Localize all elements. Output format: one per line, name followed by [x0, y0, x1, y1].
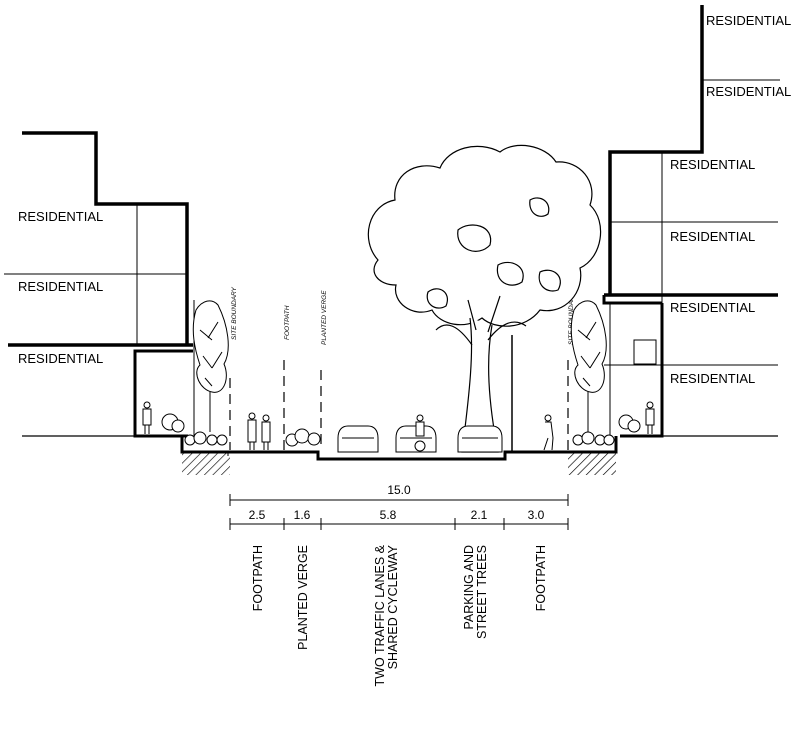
left-floor-3-label: RESIDENTIAL	[18, 351, 103, 366]
svg-text:STREET TREES: STREET TREES	[475, 545, 489, 639]
right-floor-2-label: RESIDENTIAL	[706, 84, 791, 99]
pedestrian-right	[543, 414, 554, 451]
zone-label-footpath-left: FOOTPATH	[251, 545, 265, 611]
zone-label-footpath-right: FOOTPATH	[534, 545, 548, 611]
shrub-right-building	[618, 414, 641, 433]
street-furniture	[142, 401, 655, 453]
zone-label-traffic-lanes: TWO TRAFFIC LANES & SHARED CYCLEWAY	[373, 544, 400, 686]
footpath-line-text: FOOTPATH	[284, 305, 291, 340]
pedestrian-right-building	[645, 401, 655, 434]
car-1	[337, 425, 379, 453]
footpath-right-width-label: 3.0	[528, 508, 545, 522]
parking-width-label: 2.1	[471, 508, 488, 522]
zone-label-planted-verge: PLANTED VERGE	[296, 545, 310, 650]
footpath-width-label: 2.5	[249, 508, 266, 522]
svg-text:PLANTED VERGE: PLANTED VERGE	[296, 545, 310, 650]
right-floor-4-label: RESIDENTIAL	[670, 229, 755, 244]
site-boundary-right-text: SITE BOUNDARY	[568, 291, 575, 345]
right-floor-6-label: RESIDENTIAL	[670, 371, 755, 386]
shrub-left-building	[161, 413, 185, 433]
site-boundary-left-text: SITE BOUNDARY	[231, 286, 238, 340]
zone-label-parking: PARKING AND STREET TREES	[462, 545, 489, 639]
svg-text:TWO TRAFFIC LANES &: TWO TRAFFIC LANES &	[373, 544, 387, 686]
verge-width-label: 1.6	[294, 508, 311, 522]
planted-verge-line-text: PLANTED VERGE	[321, 290, 328, 345]
street-tree-left	[192, 300, 229, 432]
street-tree-right	[570, 300, 607, 432]
total-width-label: 15.0	[387, 483, 411, 497]
ground-line	[22, 435, 778, 461]
svg-text:PARKING AND: PARKING AND	[462, 545, 476, 630]
pedestrian-left-building	[142, 401, 152, 434]
left-floor-2-label: RESIDENTIAL	[18, 279, 103, 294]
right-building	[602, 5, 780, 438]
left-foundation-hatch	[182, 453, 230, 475]
traffic-width-label: 5.8	[380, 508, 397, 522]
cyclist	[414, 414, 426, 452]
large-street-tree	[367, 144, 602, 453]
right-foundation-hatch	[568, 453, 616, 475]
section-marker-lines	[229, 360, 569, 450]
dimension-lines	[229, 494, 569, 530]
right-floor-5-label: RESIDENTIAL	[670, 300, 755, 315]
right-floor-1-label: RESIDENTIAL	[706, 13, 791, 28]
planter-left	[184, 431, 228, 446]
planter-right	[572, 431, 615, 446]
pedestrians-footpath	[247, 412, 271, 450]
left-floor-1-label: RESIDENTIAL	[18, 209, 103, 224]
svg-text:SHARED CYCLEWAY: SHARED CYCLEWAY	[386, 544, 400, 669]
car-2	[395, 425, 437, 453]
right-floor-3-label: RESIDENTIAL	[670, 157, 755, 172]
svg-text:FOOTPATH: FOOTPATH	[534, 545, 548, 611]
planted-verge-shrubs	[285, 428, 321, 447]
svg-text:FOOTPATH: FOOTPATH	[251, 545, 265, 611]
parked-car	[457, 425, 503, 453]
